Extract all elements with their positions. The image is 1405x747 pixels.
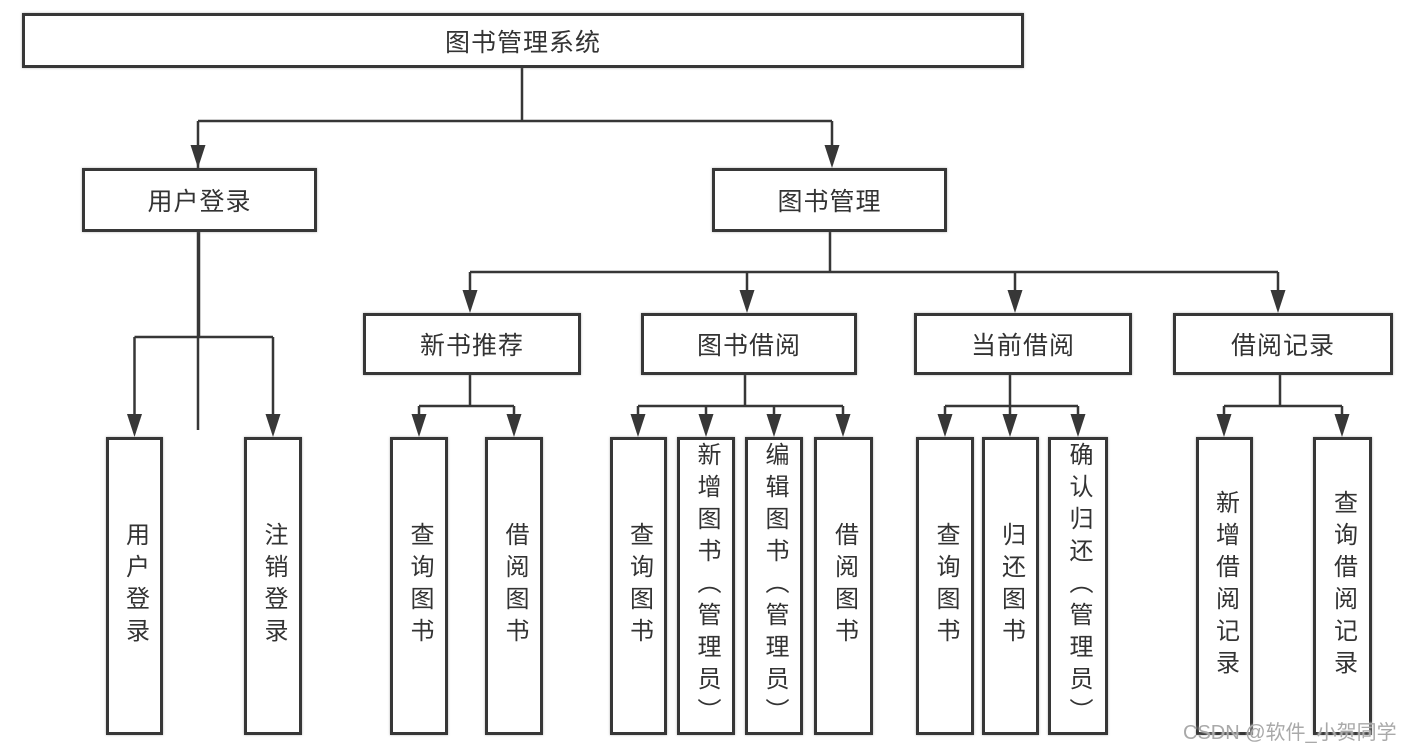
leaf-borrow-records-0: 新增借阅记录 xyxy=(1196,437,1253,735)
leaf-user-login-0: 用户登录 xyxy=(106,437,163,735)
arrowheads-current-borrow-leaves xyxy=(937,414,1086,437)
node-book-mgmt: 图书管理 xyxy=(712,168,947,232)
leaf-new-books-0: 查询图书 xyxy=(390,437,448,735)
leaf-borrow-records-1-label: 查询借阅记录 xyxy=(1329,490,1357,682)
arrowheads-book-mgmt-level3 xyxy=(462,290,1286,313)
leaf-current-borrow-2-label: 确认归还（管理员） xyxy=(1065,442,1092,730)
node-borrow-records: 借阅记录 xyxy=(1173,313,1393,375)
node-current-borrow: 当前借阅 xyxy=(914,313,1132,375)
leaf-current-borrow-1: 归还图书 xyxy=(982,437,1039,735)
leaf-user-login-0-label: 用户登录 xyxy=(121,522,149,650)
connector-root-to-level2 xyxy=(196,67,834,430)
connector-user-login-to-leaves xyxy=(133,232,275,433)
node-root-label: 图书管理系统 xyxy=(444,28,601,57)
node-new-books: 新书推荐 xyxy=(363,313,581,375)
node-book-borrow-label: 图书借阅 xyxy=(696,332,801,360)
arrowheads-root-to-level2 xyxy=(190,145,840,168)
arrowheads-new-books-leaves xyxy=(411,414,522,437)
leaf-book-borrow-1-label: 新增图书（管理员） xyxy=(693,442,720,730)
node-borrow-records-label: 借阅记录 xyxy=(1230,332,1335,360)
leaf-current-borrow-0: 查询图书 xyxy=(916,437,974,735)
connector-book-borrow-to-leaves xyxy=(636,375,845,433)
leaf-book-borrow-3: 借阅图书 xyxy=(814,437,873,735)
node-user-login-label: 用户登录 xyxy=(147,188,252,216)
leaf-book-borrow-0: 查询图书 xyxy=(610,437,667,735)
leaf-user-login-1: 注销登录 xyxy=(244,437,302,735)
leaf-borrow-records-1: 查询借阅记录 xyxy=(1313,437,1372,735)
node-root: 图书管理系统 xyxy=(22,13,1024,68)
node-current-borrow-label: 当前借阅 xyxy=(970,332,1075,360)
arrowheads-book-borrow-leaves xyxy=(630,414,851,437)
connector-new-books-to-leaves xyxy=(417,375,516,433)
arrowheads-borrow-records-leaves xyxy=(1216,414,1350,437)
leaf-current-borrow-1-label: 归还图书 xyxy=(997,522,1025,650)
leaf-current-borrow-0-label: 查询图书 xyxy=(932,522,959,650)
connector-book-mgmt-to-level3 xyxy=(468,232,1280,309)
leaf-book-borrow-3-label: 借阅图书 xyxy=(830,522,858,650)
node-book-mgmt-label: 图书管理 xyxy=(777,188,882,216)
csdn-watermark: CSDN @软件_小贺同学 xyxy=(1183,722,1397,744)
connector-borrow-records-to-leaves xyxy=(1222,375,1344,433)
leaf-user-login-1-label: 注销登录 xyxy=(260,522,287,650)
leaf-book-borrow-2-label: 编辑图书（管理员） xyxy=(761,442,788,730)
node-book-borrow: 图书借阅 xyxy=(641,313,857,375)
arrowheads-user-login-leaves xyxy=(127,414,281,437)
node-user-login: 用户登录 xyxy=(82,168,317,232)
leaf-new-books-0-label: 查询图书 xyxy=(406,522,433,650)
leaf-borrow-records-0-label: 新增借阅记录 xyxy=(1211,490,1239,682)
node-new-books-label: 新书推荐 xyxy=(419,332,524,360)
leaf-book-borrow-2: 编辑图书（管理员） xyxy=(745,437,803,735)
leaf-book-borrow-0-label: 查询图书 xyxy=(625,522,653,650)
leaf-new-books-1: 借阅图书 xyxy=(485,437,543,735)
leaf-new-books-1-label: 借阅图书 xyxy=(501,522,528,650)
leaf-book-borrow-1: 新增图书（管理员） xyxy=(677,437,735,735)
leaf-current-borrow-2: 确认归还（管理员） xyxy=(1048,437,1108,735)
